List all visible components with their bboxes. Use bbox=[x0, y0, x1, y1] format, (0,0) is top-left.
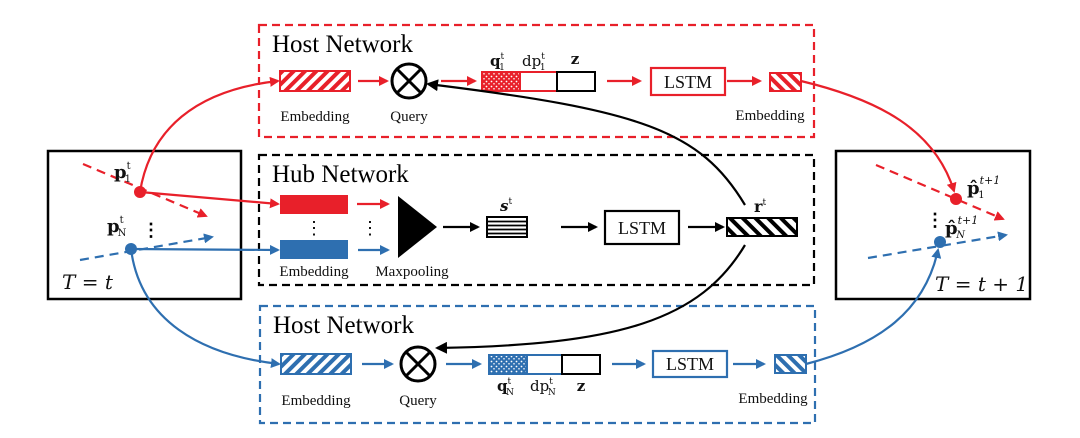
hub-lstm bbox=[603, 209, 681, 246]
host-top-dp-segment bbox=[519, 71, 558, 92]
hub-arrow-ellipsis: ⋮ bbox=[361, 218, 379, 238]
right-trajectory-blue bbox=[867, 231, 1008, 260]
host-bottom-embedding-out bbox=[774, 354, 807, 374]
right-agent-point-blue bbox=[934, 236, 946, 248]
right-agent-ellipsis: ⋮ bbox=[926, 210, 944, 230]
host-bottom-q-segment bbox=[488, 354, 528, 375]
host-bottom-lstm bbox=[651, 349, 729, 379]
hub-r-vector bbox=[726, 217, 798, 237]
host-top-lstm bbox=[649, 66, 727, 97]
connector-hub-to-top-query bbox=[426, 79, 746, 206]
hub-s-label: st bbox=[500, 197, 512, 215]
hub-frame bbox=[257, 153, 816, 287]
host-bottom-embedding-out-label: Embedding bbox=[738, 391, 808, 407]
host-top-q-segment bbox=[481, 71, 521, 92]
host-bottom-frame bbox=[258, 304, 817, 425]
host-bottom-query-icon bbox=[399, 345, 437, 383]
hub-embedding-label: Embedding bbox=[279, 264, 349, 280]
hub-embedding-red bbox=[280, 195, 348, 214]
host-top-title: Host Network bbox=[272, 31, 413, 58]
host-bottom-concat-vector bbox=[488, 354, 601, 375]
host-bottom-z-segment bbox=[561, 354, 601, 375]
host-top-query-icon bbox=[390, 62, 428, 100]
connector-agent1-to-host-top bbox=[138, 76, 280, 193]
host-bottom-z-label: z bbox=[577, 377, 586, 395]
host-bottom-lstm-label: LSTM bbox=[666, 354, 714, 374]
hub-s-vector bbox=[486, 216, 528, 238]
host-bottom-embedding-in-label: Embedding bbox=[281, 393, 351, 409]
connector-agent1-to-hub bbox=[139, 190, 280, 209]
connector-host-bottom-to-prediction-N bbox=[805, 248, 942, 366]
host-top-z-label: z bbox=[571, 50, 580, 68]
connector-agentN-to-hub bbox=[130, 244, 280, 255]
hub-lstm-label: LSTM bbox=[618, 218, 666, 238]
left-frame-box bbox=[46, 149, 243, 301]
host-top-embedding-out bbox=[769, 72, 802, 92]
left-time-label: T = t bbox=[62, 270, 114, 294]
host-bottom-query-label: Query bbox=[399, 393, 437, 409]
host-top-embedding-in-label: Embedding bbox=[280, 109, 350, 125]
hub-maxpool-icon bbox=[398, 196, 437, 258]
hub-title: Hub Network bbox=[272, 161, 409, 188]
connector-agentN-to-host-bottom bbox=[129, 248, 281, 369]
host-top-concat-vector bbox=[481, 71, 596, 92]
hub-embedding-blue bbox=[280, 240, 348, 259]
hub-r-label: rt bbox=[754, 197, 766, 216]
host-bottom-embedding-in bbox=[280, 353, 352, 375]
host-bottom-title: Host Network bbox=[273, 312, 414, 339]
hub-network: Hub Network ⋮ Embedding ⋮ Maxpooling st … bbox=[257, 153, 816, 287]
right-agent-point-red bbox=[950, 193, 962, 205]
host-top-frame bbox=[257, 23, 816, 139]
connector-hub-to-bottom-query bbox=[435, 244, 746, 354]
host-top-z-segment bbox=[556, 71, 596, 92]
right-trajectory-red bbox=[875, 163, 1005, 221]
host-top-query-label: Query bbox=[390, 109, 428, 125]
host-top-embedding-in bbox=[279, 70, 351, 92]
hub-maxpool-label: Maxpooling bbox=[375, 264, 449, 280]
host-top-lstm-label: LSTM bbox=[664, 72, 712, 92]
host-top-embedding-out-label: Embedding bbox=[735, 108, 805, 124]
hub-embedding-ellipsis: ⋮ bbox=[305, 218, 323, 238]
left-agent-ellipsis: ⋮ bbox=[142, 220, 160, 240]
host-bottom-dp-segment bbox=[526, 354, 563, 375]
connector-host-top-to-prediction-1 bbox=[800, 79, 957, 193]
right-time-label: T = t + 1 bbox=[935, 272, 1028, 296]
